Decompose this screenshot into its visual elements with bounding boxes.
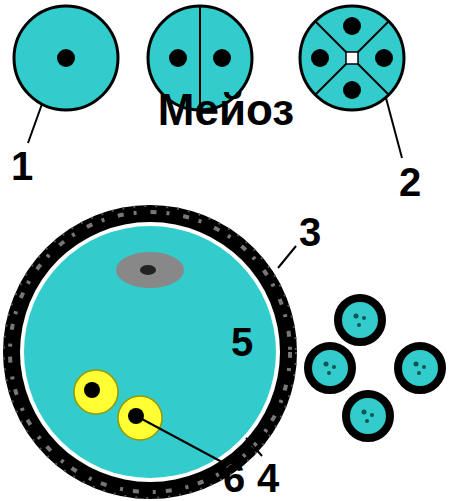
- tetrad-cell: [300, 6, 404, 110]
- sac-cavity: [24, 226, 276, 478]
- callout-number: 1: [11, 146, 33, 186]
- sac-wall: [10, 212, 290, 492]
- nucleus: [169, 49, 187, 67]
- tetrad-center: [346, 52, 358, 64]
- yellow-cell: [74, 370, 118, 414]
- callout-number: 3: [299, 212, 321, 252]
- pollen-grains: [308, 298, 442, 438]
- callout-number: 4: [257, 458, 279, 498]
- leader-line: [278, 246, 296, 268]
- mother-cell: [14, 6, 118, 110]
- nucleus: [375, 49, 393, 67]
- leader-line: [386, 98, 402, 158]
- leader-line: [246, 438, 262, 456]
- nucleus: [57, 49, 75, 67]
- nucleus: [343, 81, 361, 99]
- nucleus: [343, 17, 361, 35]
- nucleus: [116, 252, 184, 288]
- nucleus: [311, 49, 329, 67]
- nucleus: [128, 408, 144, 424]
- nucleus: [84, 382, 100, 398]
- stage-title: Мейоз: [158, 88, 294, 132]
- leader-line: [28, 104, 42, 143]
- nucleus: [213, 49, 231, 67]
- callout-number: 5: [231, 322, 253, 362]
- callout-number: 2: [399, 162, 421, 202]
- wall-texture: [10, 212, 290, 492]
- wall-texture: [4, 206, 296, 498]
- leader-line: [140, 418, 222, 462]
- callout-number: 6: [223, 458, 245, 498]
- tapetum-layer: [20, 222, 280, 482]
- nucleolus: [140, 265, 156, 275]
